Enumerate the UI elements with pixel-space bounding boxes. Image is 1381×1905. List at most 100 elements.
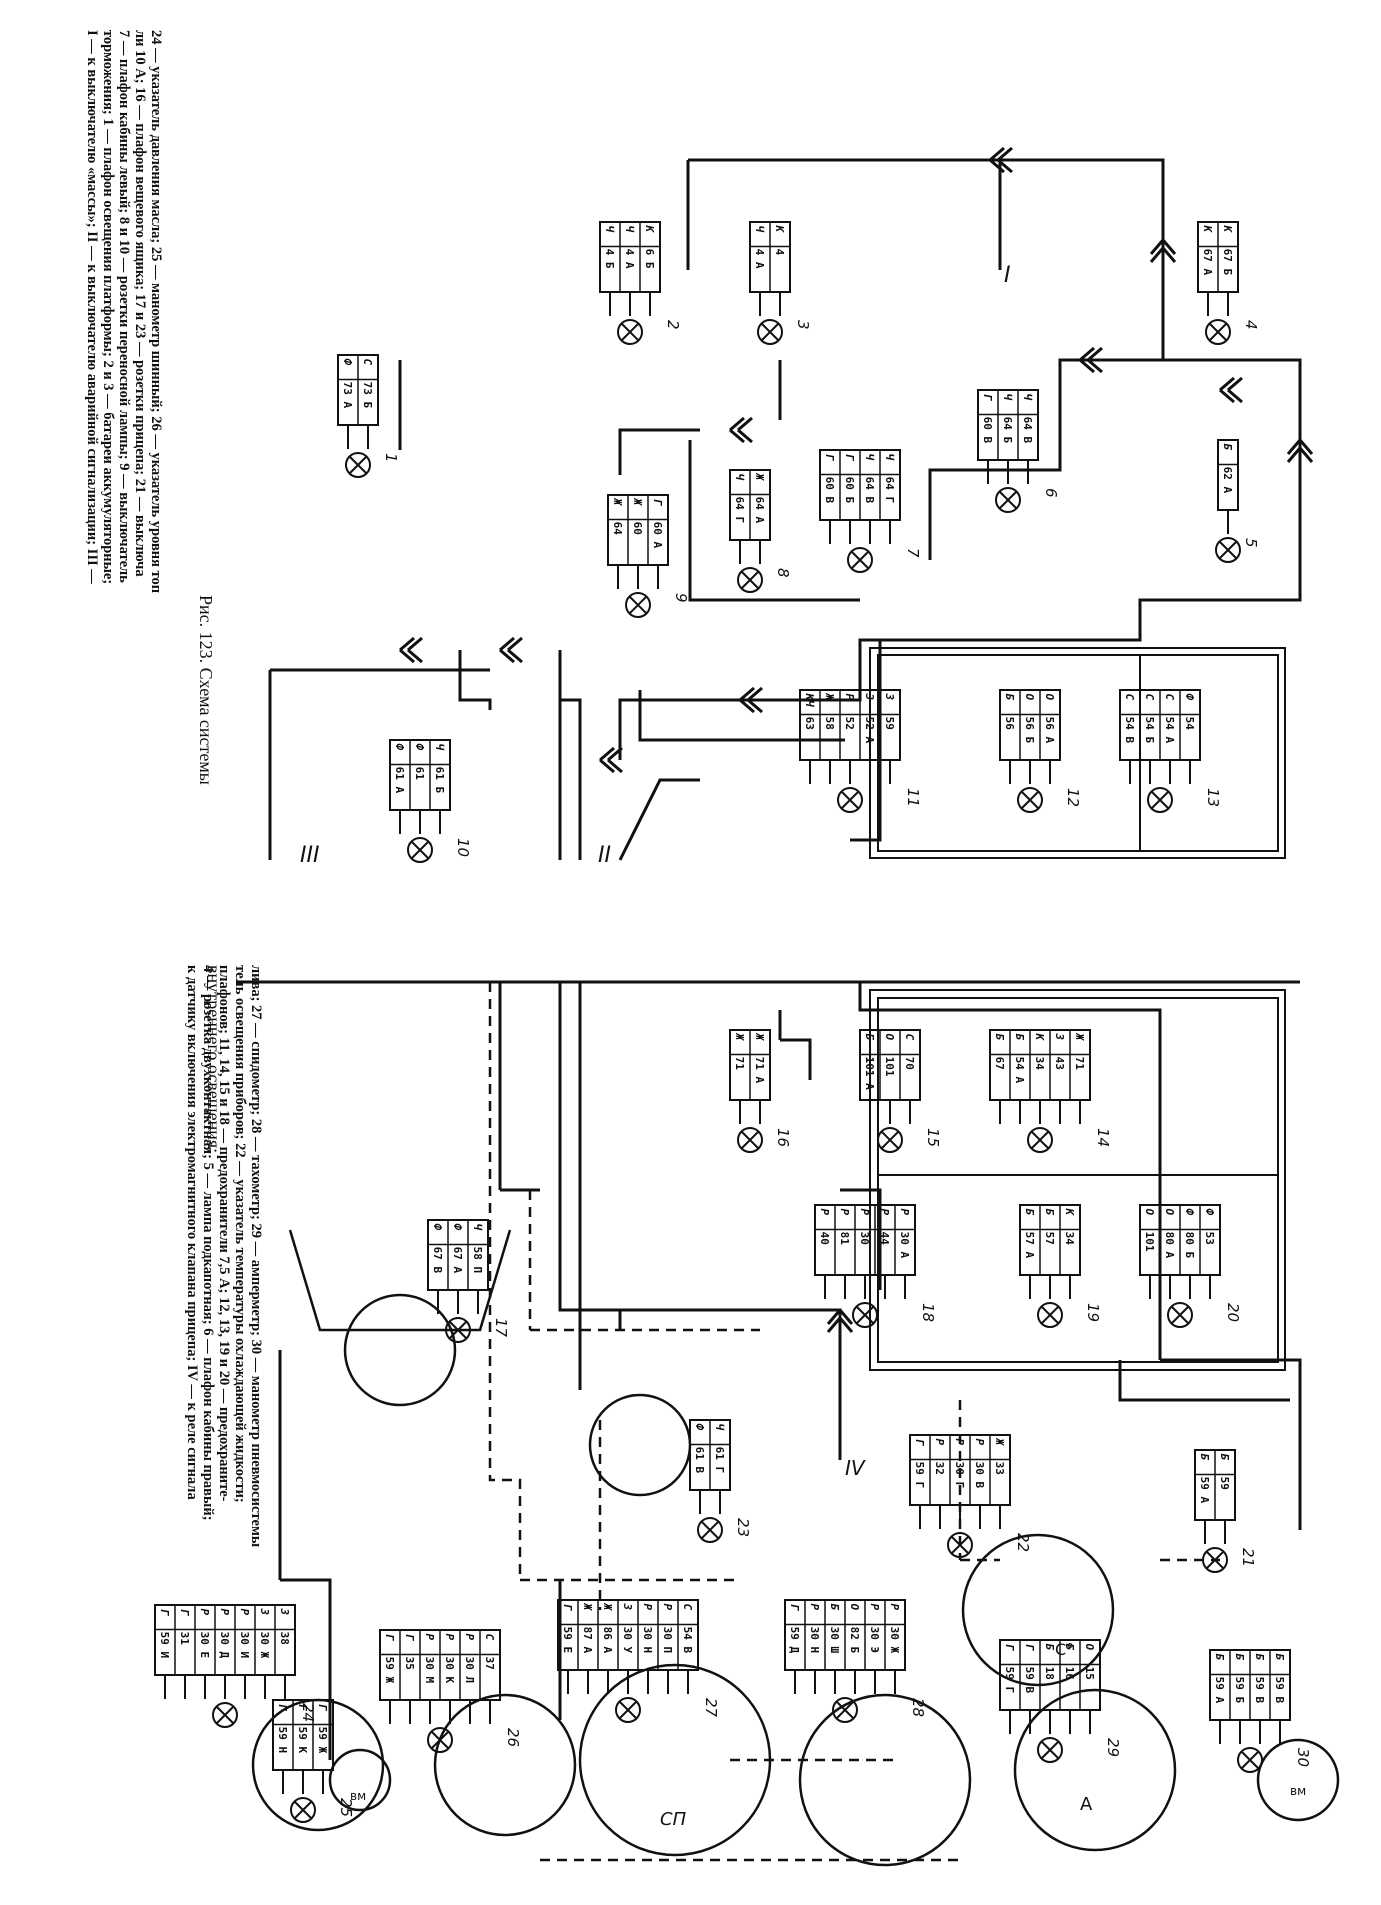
wire-code: 18 (1043, 1667, 1056, 1680)
component-30-symbol (1237, 1747, 1263, 1773)
wire-color: Г (913, 1439, 926, 1447)
component-number-label: 27 (702, 1698, 720, 1718)
wire-code: 54 А (1163, 717, 1176, 744)
caption-line-4: ли 10 А; 16 — плафон вещевого ящика; 17 … (132, 30, 148, 577)
wire-code: 52 А (863, 717, 876, 744)
wire-color: Г (651, 499, 664, 507)
wire-code: 33 (993, 1462, 1006, 1475)
wire-code: 59 Е (561, 1627, 574, 1654)
wire-color: Р (838, 1209, 851, 1216)
component-20-symbol (1167, 1302, 1193, 1328)
wire-color: Ч (863, 454, 876, 461)
component-21-symbol (1202, 1547, 1228, 1573)
figure-title-continued: внутреннего освещения: (204, 965, 224, 1153)
wire-code: 54 В (1123, 717, 1136, 744)
component-13-symbol (1147, 787, 1173, 813)
wire-color: Г (823, 454, 836, 462)
gauge-marks: С° СП А вм вм (350, 1640, 1306, 1830)
wire-code: 57 А (1023, 1232, 1036, 1259)
wire-code: 87 А (581, 1627, 594, 1654)
wire-color: Ж (733, 1033, 746, 1042)
wire-code: 73 Б (361, 382, 374, 409)
wire-color: Г (843, 454, 856, 462)
fuse-enclosure-top (869, 647, 1286, 859)
caption-right-line-1: к датчику включения электромагнитного кл… (184, 965, 200, 1500)
wire-color: З (621, 1603, 634, 1611)
wire-color: К (1063, 1208, 1076, 1217)
wire-color: Ж (1073, 1033, 1086, 1042)
wire-code: 64 (611, 522, 624, 536)
wire-code: 64 В (1021, 417, 1034, 444)
wire-code: 71 (1073, 1057, 1086, 1071)
wire-code: 59 (883, 717, 896, 730)
trailer-sockets (288, 1229, 692, 1497)
component-27-symbol (615, 1697, 641, 1723)
wire-color: Б (1013, 1034, 1026, 1041)
wire-code: 61 Б (433, 767, 446, 794)
wire-color: Г (158, 1609, 171, 1617)
wire-color: Г (316, 1704, 329, 1712)
wire-color: Р (953, 1439, 966, 1446)
wire-color: О (1023, 694, 1036, 701)
wire-color: К (1201, 225, 1214, 234)
wire-code: 67 (993, 1057, 1006, 1070)
caption-line-3: 7 — плафон кабины левый; 8 и 10 — розетк… (116, 30, 132, 583)
wire-color: Ч (1001, 394, 1014, 401)
wire-code: 60 Б (843, 477, 856, 504)
component-15-symbol (877, 1127, 903, 1153)
wire-color: Р (661, 1604, 674, 1611)
wire-code: 61 Г (713, 1447, 726, 1474)
wire-color: Б (1218, 1454, 1231, 1461)
caption-right: к датчику включения электромагнитного кл… (184, 965, 264, 1547)
wire-color: Ф (693, 1424, 706, 1431)
wire-color: К (1033, 1033, 1046, 1042)
wire-code: 61 А (393, 767, 406, 794)
wire-code: 67 А (451, 1247, 464, 1274)
component-number-label: 1 (382, 453, 400, 463)
wire-code: 30 М (423, 1657, 436, 1684)
wire-color: Ф (1183, 694, 1196, 701)
wire-color: Б (863, 1034, 876, 1041)
wire-color: Р (933, 1439, 946, 1446)
caption-line-1: I — к выключателю «массы»; II — к выключ… (84, 30, 100, 584)
component-number-label: 19 (1084, 1303, 1102, 1322)
wire-code: 64 А (753, 497, 766, 524)
wire-code: 57 (1043, 1232, 1056, 1245)
wire-color: Р (888, 1604, 901, 1611)
wire-color: С (483, 1634, 496, 1641)
wire-code: 54 В (681, 1627, 694, 1654)
wire-color: Б (1023, 1209, 1036, 1216)
gauge-30-air-pressure (1256, 1738, 1340, 1822)
wire-code: 67 А (1201, 249, 1214, 276)
wire-code: 73 А (341, 382, 354, 409)
wire-color: Р (238, 1609, 251, 1616)
component-number-label: 8 (774, 568, 792, 578)
wire-color: Р (198, 1609, 211, 1616)
wire-code: 30 Ж (888, 1627, 901, 1654)
gauge-27-speedometer (578, 1663, 772, 1857)
wire-code: 59 В (1253, 1677, 1266, 1704)
wire-color: О (1143, 1209, 1156, 1216)
wire-color: Ч (713, 1424, 726, 1431)
wire-code: 62 А (1221, 467, 1234, 494)
wire-code: 43 (1053, 1057, 1066, 1070)
wire-code: 60 В (981, 417, 994, 444)
component-number-label: 3 (794, 320, 812, 330)
component-25-symbol (290, 1797, 316, 1823)
